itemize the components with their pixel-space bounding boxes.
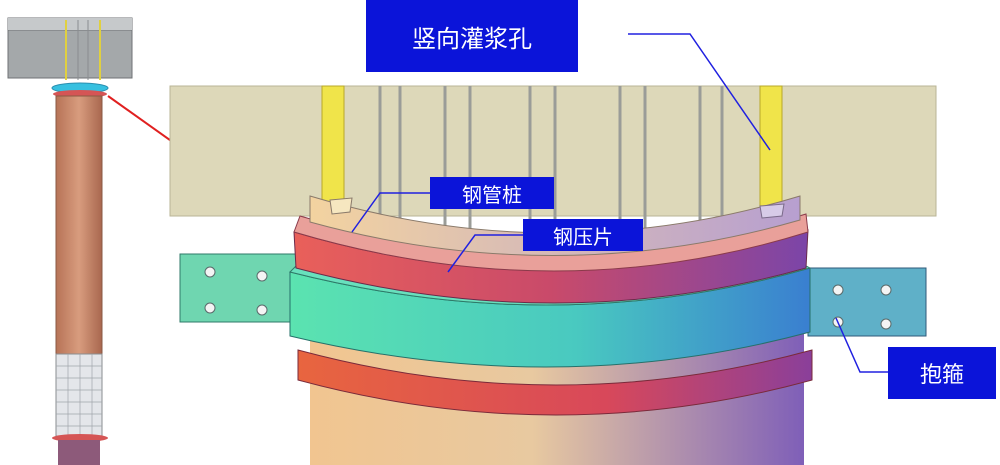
hoop-ear-right [807, 267, 927, 337]
label-grout-hole: 竖向灌浆孔 [366, 0, 578, 72]
label-hoop: 抱箍 [888, 347, 996, 399]
leader-hoop [835, 317, 888, 373]
steel-pipe-pile-ring [309, 195, 801, 256]
grout-tube-left [321, 85, 345, 217]
pile-cap-block-face [7, 29, 133, 79]
overview-model [7, 17, 204, 465]
lower-red-ring [297, 349, 813, 416]
detail-model [169, 85, 937, 465]
leader-lines [351, 33, 888, 373]
pile-cap-top [8, 18, 132, 30]
pile-ring-notch-left [329, 197, 353, 215]
label-steel-press-plate: 钢压片 [523, 219, 643, 251]
thumb-steel-pile [55, 95, 103, 355]
leader-grout-hole [628, 33, 771, 151]
bolt-holes [204, 266, 892, 330]
pile-ring-notch-right [759, 203, 785, 219]
hoop-ear-left [179, 253, 297, 323]
grout-tube-right [759, 85, 783, 217]
thumb-pile-base [58, 440, 100, 465]
leader-press-plate [447, 234, 523, 273]
thumb-mesh-grid [56, 354, 102, 436]
leader-steel-pile [351, 192, 430, 233]
label-steel-pipe-pile: 钢管桩 [430, 177, 554, 209]
thumb-pile-mesh [55, 353, 103, 437]
